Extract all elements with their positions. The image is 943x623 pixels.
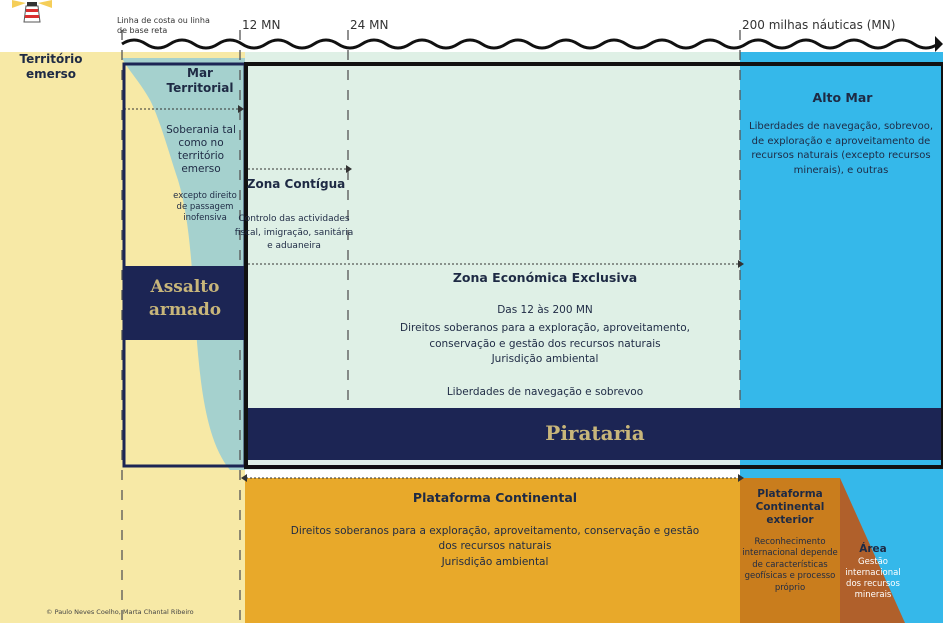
area-title: Área [859, 543, 887, 555]
distance-markers [121, 30, 741, 623]
arrow-icon [935, 36, 943, 52]
mar-territorial-note: excepto direito de passagem inofensiva [173, 191, 237, 224]
plataforma-body: Direitos soberanos para a exploração, ap… [290, 525, 700, 552]
lighthouse-icon [12, 0, 52, 23]
plataforma-title: Plataforma Continental [412, 490, 578, 505]
mark-200-label: 200 milhas náuticas (MN) [742, 18, 896, 32]
assalto-box [125, 266, 245, 340]
outer-shelf-area [740, 478, 840, 623]
alto-mar-body: Liberdades de navegação, sobrevoo, de ex… [749, 121, 933, 176]
plataforma-jurisdiction: Jurisdição ambiental [441, 556, 549, 568]
zona-contigua-title: Zona Contígua [246, 177, 346, 191]
area-body: Gestão internacional dos recursos minera… [845, 557, 901, 601]
plataforma-ext-body: Reconhecimento internacional depende de … [742, 537, 838, 593]
territorial-sea-area [122, 58, 245, 470]
extent-arrows [124, 108, 738, 479]
baseline-label: Linha de costa ou linha de base reta [117, 16, 210, 35]
zee-jurisdiction: Jurisdição ambiental [491, 353, 599, 365]
zona-contigua-body: Controlo das actividades fiscal, imigraç… [234, 214, 354, 251]
eez-area [245, 52, 740, 470]
mark-12-label: 12 MN [242, 18, 281, 32]
zee-rights: Direitos soberanos para a exploração, ap… [400, 322, 690, 350]
alto-mar-title: Alto Mar [812, 90, 873, 105]
assalto-label: Assalto armado [148, 277, 222, 320]
shelf-area [245, 478, 740, 623]
zee-range: Das 12 às 200 MN [497, 304, 593, 316]
zee-freedoms: Liberdades de navegação e sobrevoo [446, 386, 644, 398]
territorio-title: Território emerso [19, 52, 83, 81]
mar-territorial-title: Mar Territorial [166, 66, 234, 95]
pirataria-bar [245, 408, 943, 460]
piracy-frame [244, 62, 943, 469]
pirataria-label: Pirataria [545, 421, 645, 445]
mar-territorial-body: Soberania tal como no território emerso [166, 124, 236, 176]
credit-label: © Paulo Neves Coelho, Marta Chantal Ribe… [46, 608, 194, 616]
wave-line [121, 38, 939, 50]
arrow-heads [238, 105, 744, 482]
plataforma-ext-title: Plataforma Continental exterior [755, 488, 825, 527]
mark-24-label: 24 MN [350, 18, 389, 32]
seabed-area-triangle [840, 478, 905, 623]
zee-title: Zona Económica Exclusiva [452, 270, 638, 285]
